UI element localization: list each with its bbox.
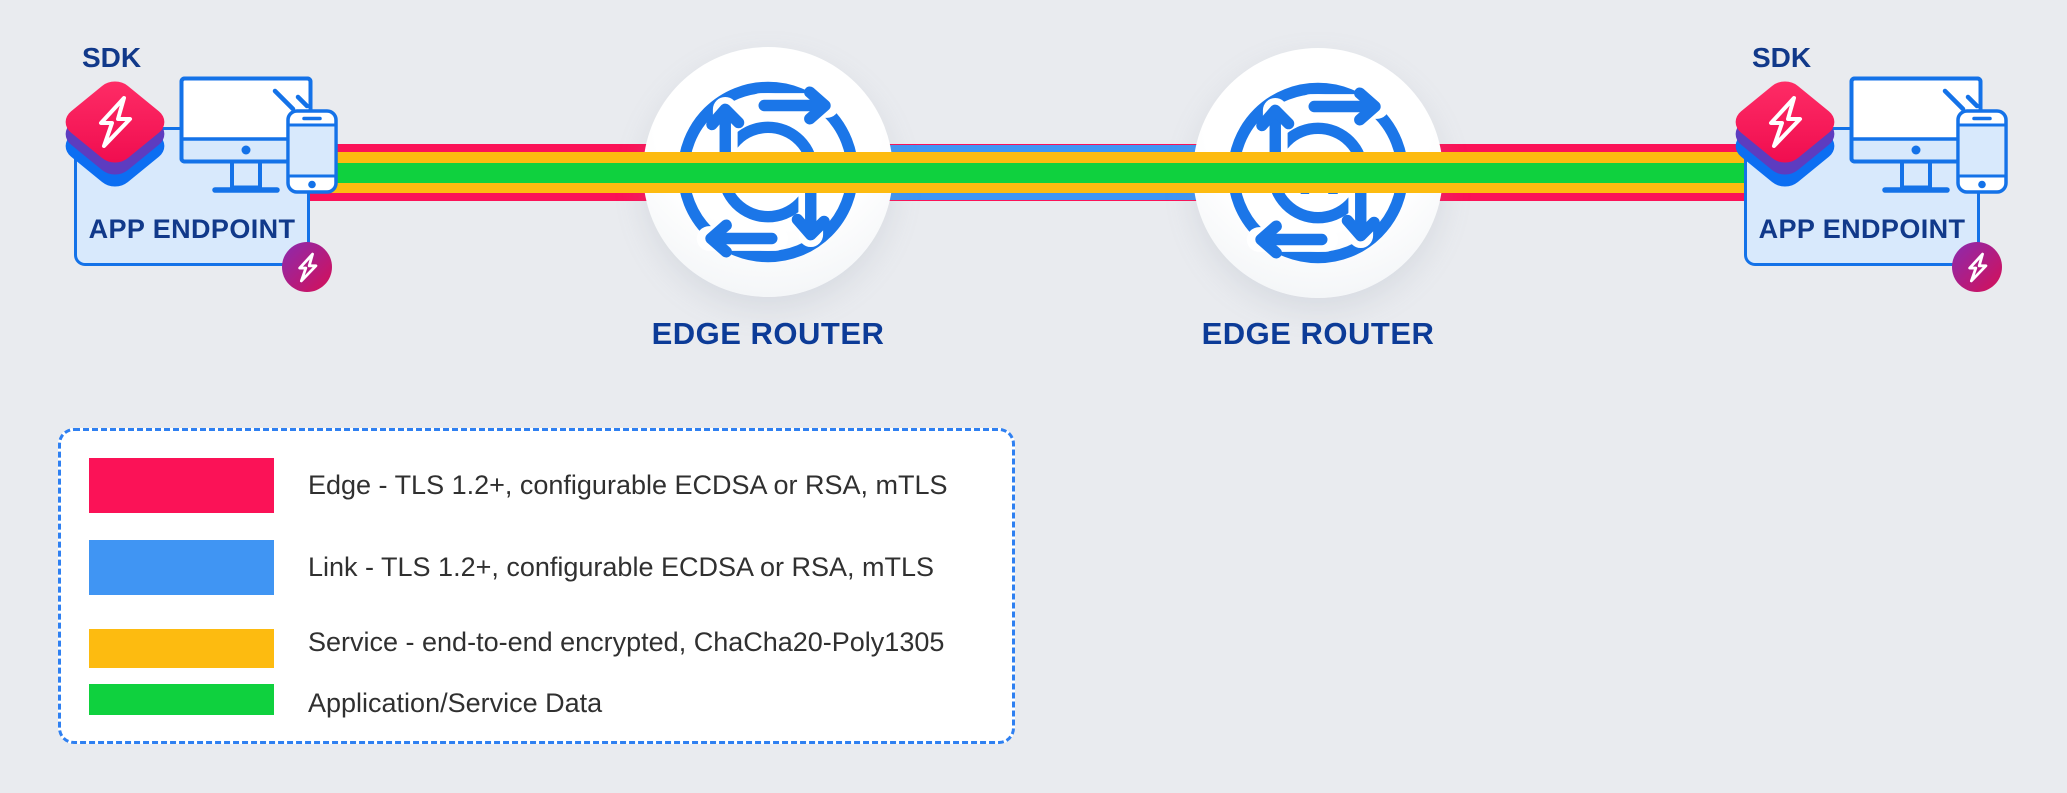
edge-router-label: EDGE ROUTER — [1201, 316, 1435, 351]
sdk-layers-icon — [65, 81, 165, 187]
lightning-bolt-icon — [99, 96, 132, 148]
mobile-phone-icon — [1956, 109, 2008, 194]
legend-swatch-edge — [89, 458, 274, 513]
legend-label-link: Link - TLS 1.2+, configurable ECDSA or R… — [308, 552, 935, 582]
edge-router-label: EDGE ROUTER — [651, 316, 885, 351]
lightning-bolt-icon — [298, 252, 318, 283]
legend-swatch-service — [89, 629, 274, 668]
app-endpoint-right: SDK — [1670, 0, 2067, 320]
app-endpoint-left: SDK — [0, 0, 400, 320]
app-endpoint-label: APP ENDPOINT — [1758, 214, 1966, 244]
app-endpoint-label: APP ENDPOINT — [88, 214, 296, 244]
screen-glare-icon — [272, 88, 310, 112]
mobile-phone-icon — [286, 109, 338, 194]
legend-swatch-link — [89, 540, 274, 595]
desktop-monitor-icon — [179, 76, 313, 193]
link-tls-stripe-top — [852, 145, 1328, 152]
ziti-badge-icon — [1952, 242, 2002, 292]
encryption-legend: Edge - TLS 1.2+, configurable ECDSA or R… — [58, 428, 1015, 744]
sdk-label: SDK — [82, 42, 142, 73]
legend-label-data: Application/Service Data — [308, 688, 603, 718]
sdk-label: SDK — [1752, 42, 1812, 73]
legend-label-service: Service - end-to-end encrypted, ChaCha20… — [308, 627, 945, 657]
desktop-monitor-icon — [1849, 76, 1983, 193]
ziti-badge-icon — [282, 242, 332, 292]
sdk-layers-icon — [1735, 81, 1835, 187]
application-data-stripe — [310, 162, 1745, 183]
link-tls-stripe-bottom — [852, 193, 1328, 200]
legend-swatch-data — [89, 684, 274, 715]
legend-label-edge: Edge - TLS 1.2+, configurable ECDSA or R… — [308, 470, 948, 500]
lightning-bolt-icon — [1968, 252, 1988, 283]
lightning-bolt-icon — [1769, 96, 1802, 148]
screen-glare-icon — [1942, 88, 1980, 112]
